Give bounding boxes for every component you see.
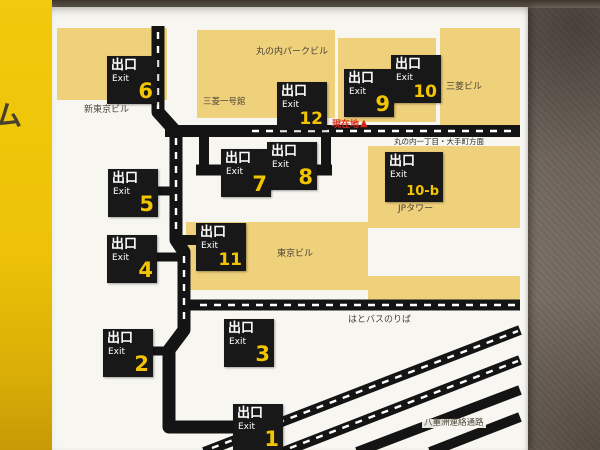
current-location-marker: 現在地 ▲: [332, 117, 368, 130]
label-marunouchi-park-building: 丸の内パークビル: [256, 47, 329, 57]
current-location-label: 現在地: [332, 120, 360, 130]
label-yaesu-passage: 八重洲連絡通路: [422, 418, 486, 429]
exit-en-label: Exit: [390, 170, 408, 180]
exit-jp-label: 出口: [107, 331, 134, 346]
exit-box-9: 出口 Exit 9: [344, 69, 394, 117]
current-location-triangle-icon: ▲: [360, 117, 368, 129]
building-hato-bus-area: [368, 276, 520, 300]
exit-box-8: 出口 Exit 8: [267, 142, 317, 190]
exit-box-12: 出口 Exit 12: [277, 82, 327, 130]
exit-box-2: 出口 Exit 2: [103, 329, 153, 377]
exit-jp-label: 出口: [271, 144, 298, 159]
exit-number: 5: [139, 192, 154, 216]
exit-en-label: Exit: [113, 187, 131, 197]
sign-yellow-edge: ム: [0, 0, 52, 450]
exit-number: 3: [255, 342, 270, 366]
exit-en-label: Exit: [282, 100, 300, 110]
exit-box-10: 出口 Exit 10: [391, 55, 441, 103]
exit-number: 8: [298, 165, 313, 189]
exit-jp-label: 出口: [112, 171, 139, 186]
exit-box-1: 出口 Exit 1: [233, 404, 283, 450]
exit-jp-label: 出口: [228, 321, 255, 336]
exit-jp-label: 出口: [348, 71, 375, 86]
exit-number: 10: [413, 82, 437, 102]
exit-number: 1: [264, 427, 279, 450]
label-mitsubishi-building: 三菱ビル: [446, 82, 483, 92]
building-mitsubishi: [440, 28, 520, 128]
exit-number: 7: [252, 172, 267, 196]
exit-box-7: 出口 Exit 7: [221, 149, 271, 197]
label-jp-tower: JPタワー: [398, 204, 434, 214]
exit-number: 2: [134, 352, 149, 376]
exit-jp-label: 出口: [395, 57, 422, 72]
exit-box-3: 出口 Exit 3: [224, 319, 274, 367]
exit-en-label: Exit: [396, 73, 414, 83]
label-hato-bus-stop: はとバスのりば: [348, 315, 412, 325]
exit-jp-label: 出口: [225, 151, 252, 166]
exit-en-label: Exit: [112, 74, 130, 84]
exit-en-label: Exit: [108, 347, 126, 357]
exit-jp-label: 出口: [389, 154, 416, 169]
label-shin-tokyo-building: 新東京ビル: [84, 105, 130, 115]
exit-jp-label: 出口: [281, 84, 308, 99]
exit-en-label: Exit: [229, 337, 247, 347]
label-tokyo-building: 東京ビル: [277, 249, 314, 259]
sign-top-shadow: [48, 0, 600, 8]
exit-number: 12: [299, 109, 323, 129]
label-mitsubishi-ichigokan: 三菱一号館: [203, 97, 246, 107]
exit-number: 9: [375, 92, 390, 116]
exit-en-label: Exit: [112, 253, 130, 263]
exit-box-10b: 出口 Exit 10-b: [385, 152, 443, 202]
exit-jp-label: 出口: [237, 406, 264, 421]
exit-jp-label: 出口: [111, 58, 138, 73]
exit-number: 11: [218, 250, 242, 270]
exit-en-label: Exit: [272, 160, 290, 170]
exit-box-4: 出口 Exit 4: [107, 235, 157, 283]
exit-box-6: 出口 Exit 6: [107, 56, 157, 104]
exit-en-label: Exit: [201, 241, 219, 251]
exit-en-label: Exit: [349, 87, 367, 97]
exit-jp-label: 出口: [200, 225, 227, 240]
exit-number: 4: [138, 258, 153, 282]
exit-jp-label: 出口: [111, 237, 138, 252]
exit-number: 10-b: [406, 184, 439, 199]
direction-note: 丸の内一丁目・大手町方面: [394, 137, 484, 146]
exit-box-11: 出口 Exit 11: [196, 223, 246, 271]
exit-number: 6: [138, 79, 153, 103]
partial-text-glyph: ム: [0, 99, 23, 132]
exit-en-label: Exit: [226, 167, 244, 177]
exit-en-label: Exit: [238, 422, 256, 432]
exit-box-5: 出口 Exit 5: [108, 169, 158, 217]
